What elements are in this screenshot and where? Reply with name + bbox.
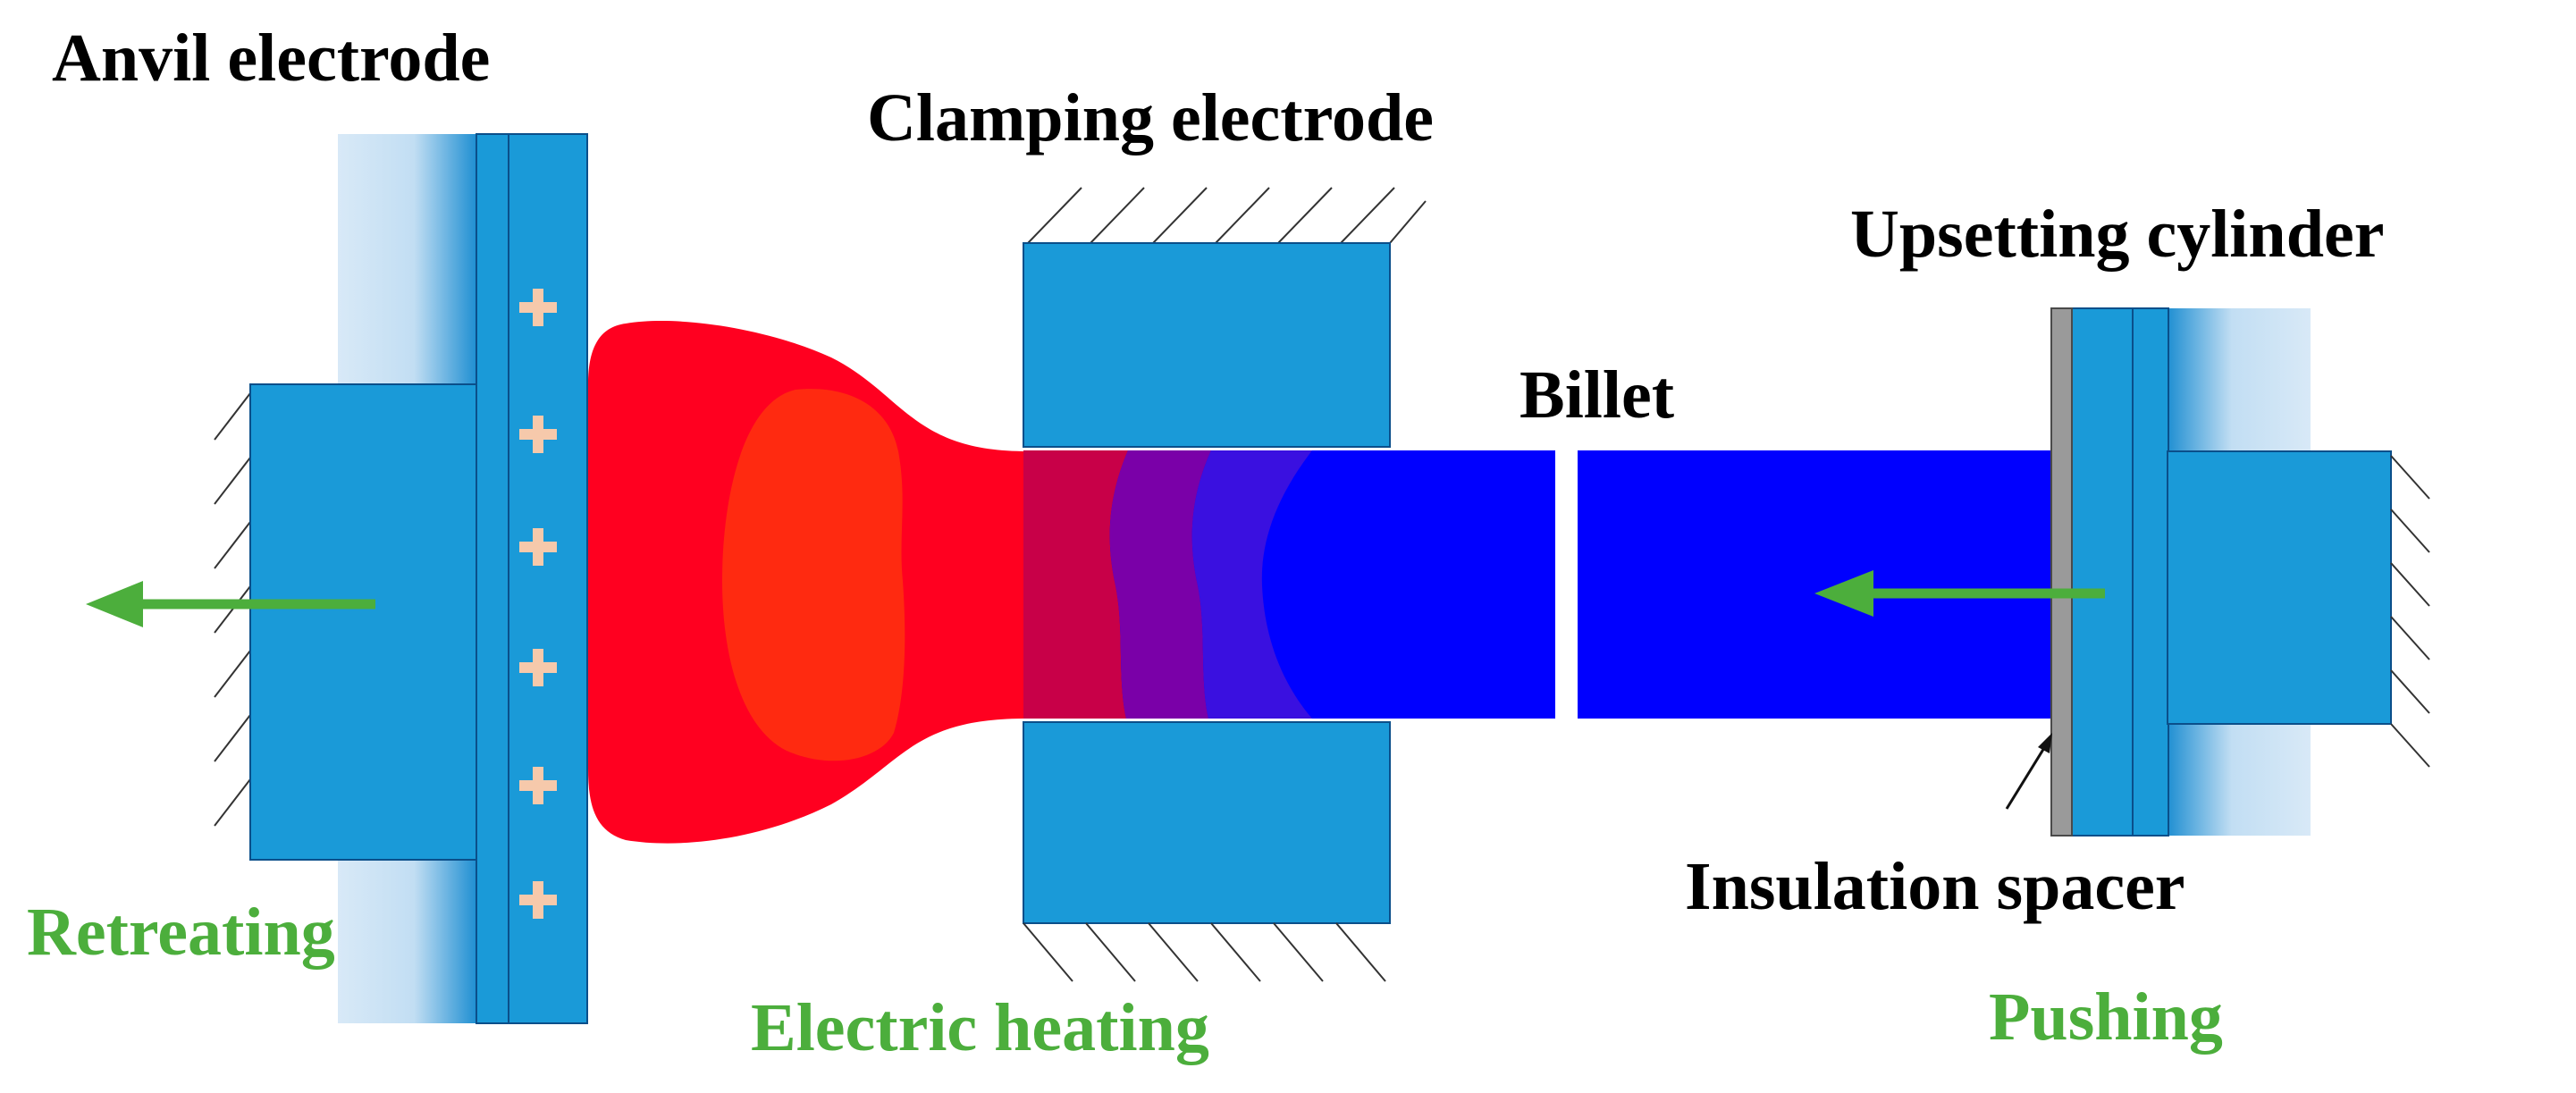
clamp-bottom-block <box>1023 721 1391 924</box>
clamping-electrode-label: Clamping electrode <box>867 80 1434 156</box>
pushing-label: Pushing <box>1989 979 2223 1055</box>
anvil-plate-thin <box>476 133 509 1024</box>
plus-icon <box>519 289 557 326</box>
billet-label: Billet <box>1520 357 1674 433</box>
anvil-hatching <box>214 392 251 827</box>
anvil-plate-wide <box>508 133 588 1024</box>
plus-icon <box>519 528 557 566</box>
cylinder-plate-thin <box>2132 307 2169 837</box>
billet-zone-3 <box>1191 450 1312 719</box>
cylinder-hatching <box>2390 455 2430 768</box>
clamp-top-block <box>1023 242 1391 448</box>
retreating-arrow <box>86 581 375 627</box>
billet-cold-right <box>1578 450 2051 719</box>
anvil-plus-signs <box>519 289 557 919</box>
plus-icon <box>519 767 557 804</box>
plus-icon <box>519 881 557 919</box>
retreating-label: Retreating <box>27 895 335 970</box>
spacer-pointer-arrow <box>2005 733 2052 810</box>
anvil-electrode <box>86 133 588 1024</box>
insulation-spacer-label: Insulation spacer <box>1685 849 2185 924</box>
clamp-top-hatching <box>1027 187 1427 244</box>
clamp-bottom-hatching <box>1023 922 1386 982</box>
hot-bulb-core <box>722 389 905 761</box>
insulation-spacer <box>2050 307 2073 837</box>
electric-heating-label: Electric heating <box>751 990 1209 1065</box>
upsetting-cylinder-label: Upsetting cylinder <box>1850 197 2384 272</box>
billet <box>1023 450 2051 719</box>
anvil-block <box>249 383 480 861</box>
plus-icon <box>519 416 557 453</box>
pushing-arrow <box>1814 570 2105 617</box>
upsetting-cylinder <box>1814 307 2430 837</box>
billet-zone-1 <box>1023 450 1128 719</box>
cylinder-block <box>2167 450 2392 725</box>
clamping-electrode <box>1023 187 1427 982</box>
anvil-electrode-label: Anvil electrode <box>52 21 490 96</box>
plus-icon <box>519 649 557 686</box>
cylinder-plate-wide <box>2071 307 2134 837</box>
billet-hot-head <box>588 321 1026 844</box>
billet-zone-2 <box>1109 450 1211 719</box>
